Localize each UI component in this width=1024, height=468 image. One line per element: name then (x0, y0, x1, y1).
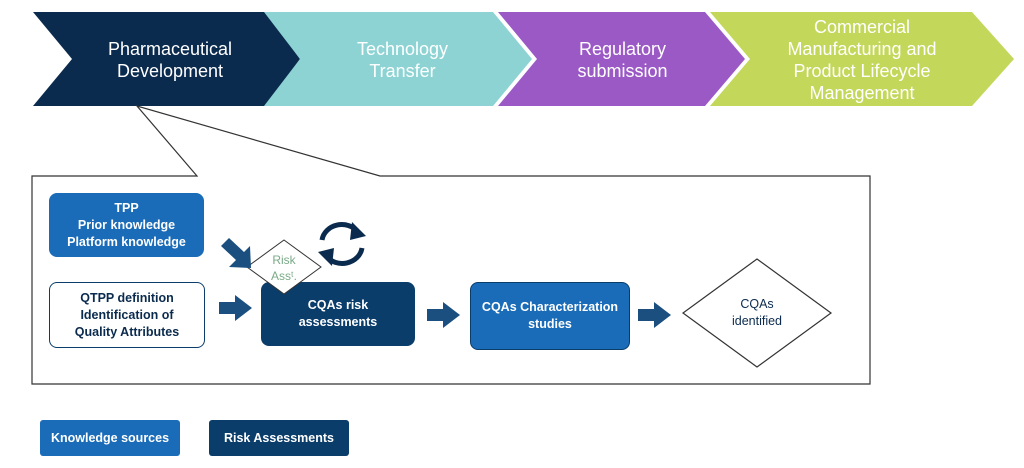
stage-label-technology-transfer: Technology Transfer (356, 39, 449, 81)
risk-assessment-diamond (246, 239, 322, 295)
cqas-identified-label: CQAs identified (731, 297, 783, 328)
stage-label-regulatory-submission: Regulatory submission (577, 39, 668, 81)
chevron-pharmaceutical-development (33, 12, 300, 106)
stage-label-pharmaceutical-development: Pharmaceutical Development (107, 39, 233, 81)
arrow-tpp-to-risk (221, 238, 251, 268)
chevron-technology-transfer (264, 12, 532, 106)
qtpp-definition-box: QTPP definition Identification of Qualit… (49, 282, 205, 348)
tpp-knowledge-box: TPP Prior knowledge Platform knowledge (49, 193, 204, 257)
arrow-qtpp-to-cqa-risk (219, 295, 252, 321)
arrow-characterization-to-identified (638, 302, 671, 328)
chevron-commercial-manufacturing (710, 12, 1014, 106)
chevron-regulatory-submission (498, 12, 745, 106)
risk-assessment-label: Risk Assᵗ. (271, 253, 297, 283)
stage-label-commercial-manufacturing: Commercial Manufacturing and Product Lif… (787, 17, 937, 103)
refresh-cycle-icon (318, 222, 366, 266)
cqa-characterization-box: CQAs Characterization studies (470, 282, 630, 350)
arrow-cqa-risk-to-characterization (427, 302, 460, 328)
legend-risk-assessments: Risk Assessments (209, 420, 349, 456)
cqa-risk-assessment-box: CQAs risk assessments (261, 282, 415, 346)
process-chevron-bar (33, 12, 1014, 106)
legend-knowledge-sources: Knowledge sources (40, 420, 180, 456)
cqas-identified-diamond (681, 258, 833, 368)
